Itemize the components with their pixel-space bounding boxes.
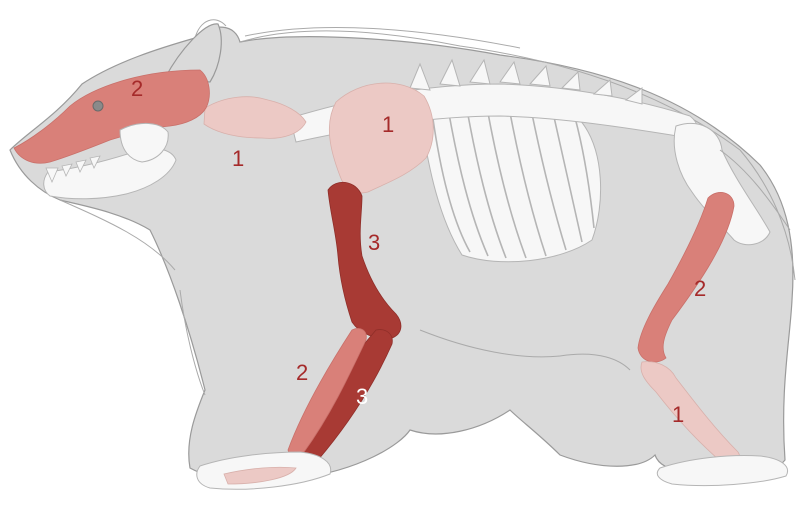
label-ulna: 3 xyxy=(356,384,368,409)
label-skull: 2 xyxy=(131,76,143,101)
label-radius: 2 xyxy=(296,360,308,385)
label-humerus: 3 xyxy=(368,230,380,255)
label-femur: 2 xyxy=(694,276,706,301)
label-tibia: 1 xyxy=(672,402,684,427)
eye-socket xyxy=(93,101,103,111)
label-neck: 1 xyxy=(232,146,244,171)
label-scapula: 1 xyxy=(382,112,394,137)
